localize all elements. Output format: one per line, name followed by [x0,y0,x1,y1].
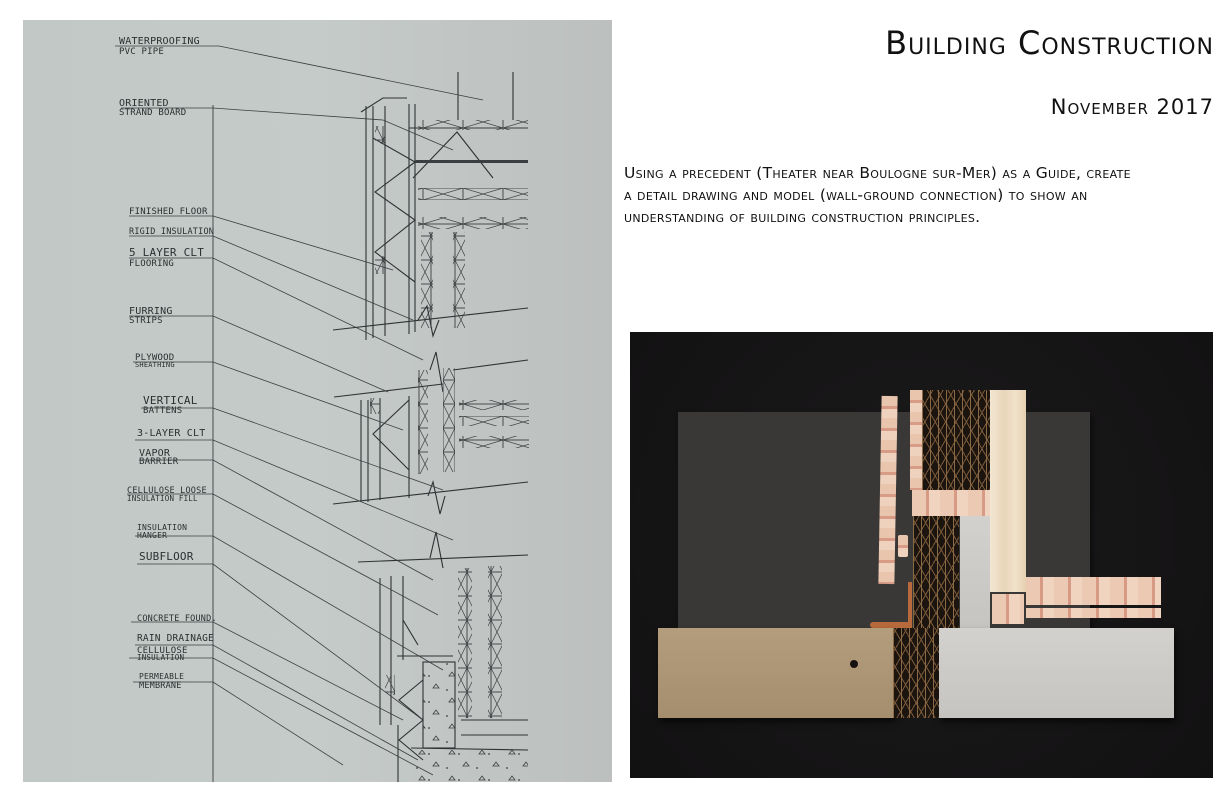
label-furring: FURRING [129,306,173,317]
label-finished-floor: FINISHED FLOOR [129,207,208,217]
model-hanger [898,535,908,557]
label-cellulose-loose: CELLULOSE LOOSE [127,486,207,496]
label-permeable: PERMEABLE [139,672,184,681]
label-insulation: INSULATION [137,523,187,532]
model-gravel-insulation [893,628,939,718]
project-date: November 2017 [1050,95,1214,119]
model-soil-chipboard [658,628,893,718]
label-flooring: FLOORING [129,259,174,269]
label-waterproofing: WATERPROOFING [119,36,200,47]
label-sheathing: SHEATHING [135,361,175,369]
model-concrete-footing [939,628,1174,718]
model-drain-hole [850,660,858,668]
description-line-3: understanding of building construction p… [624,208,981,226]
label-vapor: VAPOR [139,448,171,459]
label-insulation-fill: INSULATION FILL [127,494,198,503]
description-line-1: Using a precedent (Theater near Boulogne… [624,164,1131,182]
label-hanger: HANGER [137,531,167,540]
model-clt-strip [910,390,922,490]
model-cellulose-insulation-lower [913,516,959,628]
label-strand-board: STRAND BOARD [119,108,186,118]
label-plywood: PLYWOOD [135,353,174,363]
label-concrete-found: CONCRETE FOUND. [137,614,217,624]
detail-drawing: WATERPROOFING PVC PIPE ORIENTED STRAND B… [23,20,612,782]
model-photo [630,332,1213,778]
label-subfloor: SUBFLOOR [139,550,194,563]
label-barrier: BARRIER [139,457,179,467]
model-concrete-stem [960,516,990,632]
label-pvc-pipe: PVC PIPE [119,47,164,57]
model-cellulose-insulation-upper [922,390,990,490]
model-floor-layer [1026,608,1161,618]
model-subfloor-clt [1026,577,1161,605]
label-battens: BATTENS [143,406,182,416]
model-copper-wire [908,582,912,628]
page-title: Building Construction [885,24,1214,62]
label-5-layer-clt: 5 LAYER CLT [129,246,204,259]
model-furring-strip [878,395,898,585]
label-insulation-2: INSULATION [137,653,184,662]
label-vertical: VERTICAL [143,394,198,407]
model-sill-block [992,594,1024,624]
wall-section-sketch: WATERPROOFING PVC PIPE ORIENTED STRAND B… [115,20,612,782]
label-3-layer-clt: 3-LAYER CLT [137,428,205,439]
label-membrane: MEMBRANE [139,681,182,691]
model-stud-column [990,390,1026,592]
description-line-2: a detail drawing and model (wall-ground … [624,186,1088,204]
label-oriented: ORIENTED [119,98,169,109]
model-copper-drain [870,622,912,628]
project-description: Using a precedent (Theater near Boulogne… [624,162,1224,228]
label-cellulose: CELLULOSE [137,646,188,656]
label-strips: STRIPS [129,316,163,326]
model-floor-plate [912,490,990,516]
label-rain-drainage: RAIN DRAINAGE [137,633,214,644]
label-rigid-insulation: RIGID INSULATION [129,227,214,237]
